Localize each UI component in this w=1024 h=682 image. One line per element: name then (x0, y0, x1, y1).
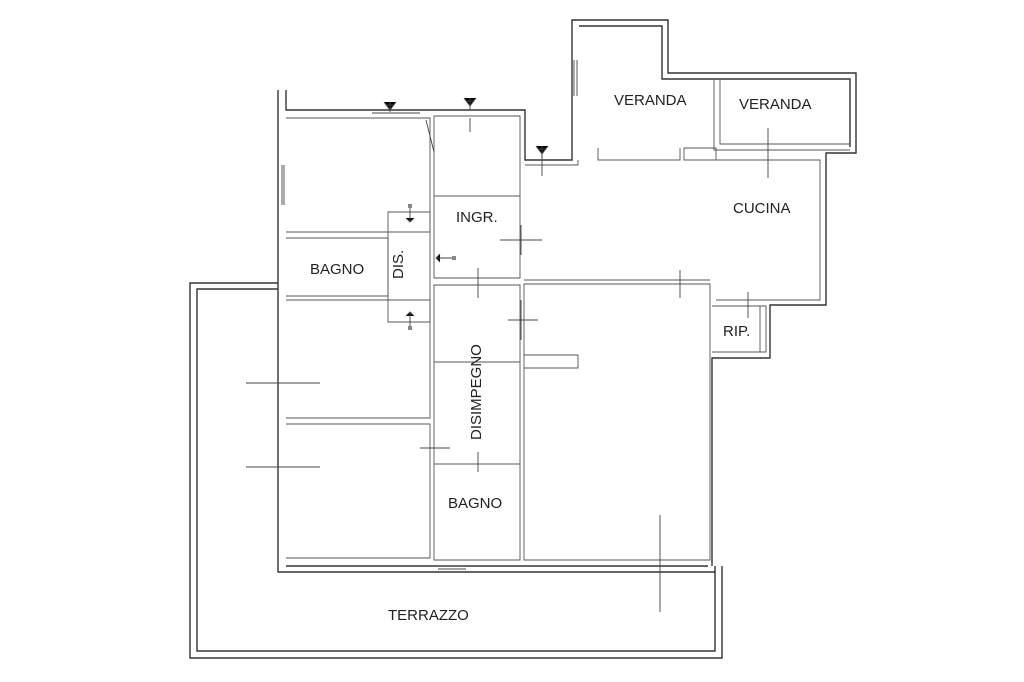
arrow-icon (405, 311, 415, 330)
arrow-icon (405, 204, 415, 223)
label-bagno-bottom: BAGNO (448, 495, 502, 512)
interior-walls (286, 80, 850, 561)
label-terrazzo: TERRAZZO (388, 607, 469, 624)
label-disimpegno: DISIMPEGNO (468, 344, 485, 440)
label-ingresso: INGR. (456, 209, 498, 226)
label-bagno-left: BAGNO (310, 261, 364, 278)
antenna-icon (383, 101, 397, 112)
label-ripostiglio: RIP. (723, 323, 750, 340)
antenna-icon (535, 145, 549, 160)
label-cucina: CUCINA (733, 200, 791, 217)
antenna-icon (463, 97, 477, 110)
label-veranda-right: VERANDA (739, 96, 812, 113)
terrace-outline (189, 282, 723, 659)
openings (281, 60, 578, 570)
label-dis: DIS. (390, 250, 407, 279)
label-veranda-left: VERANDA (614, 92, 687, 109)
outer-walls (277, 19, 857, 573)
section-marks (246, 118, 769, 612)
arrow-icon (435, 253, 456, 263)
